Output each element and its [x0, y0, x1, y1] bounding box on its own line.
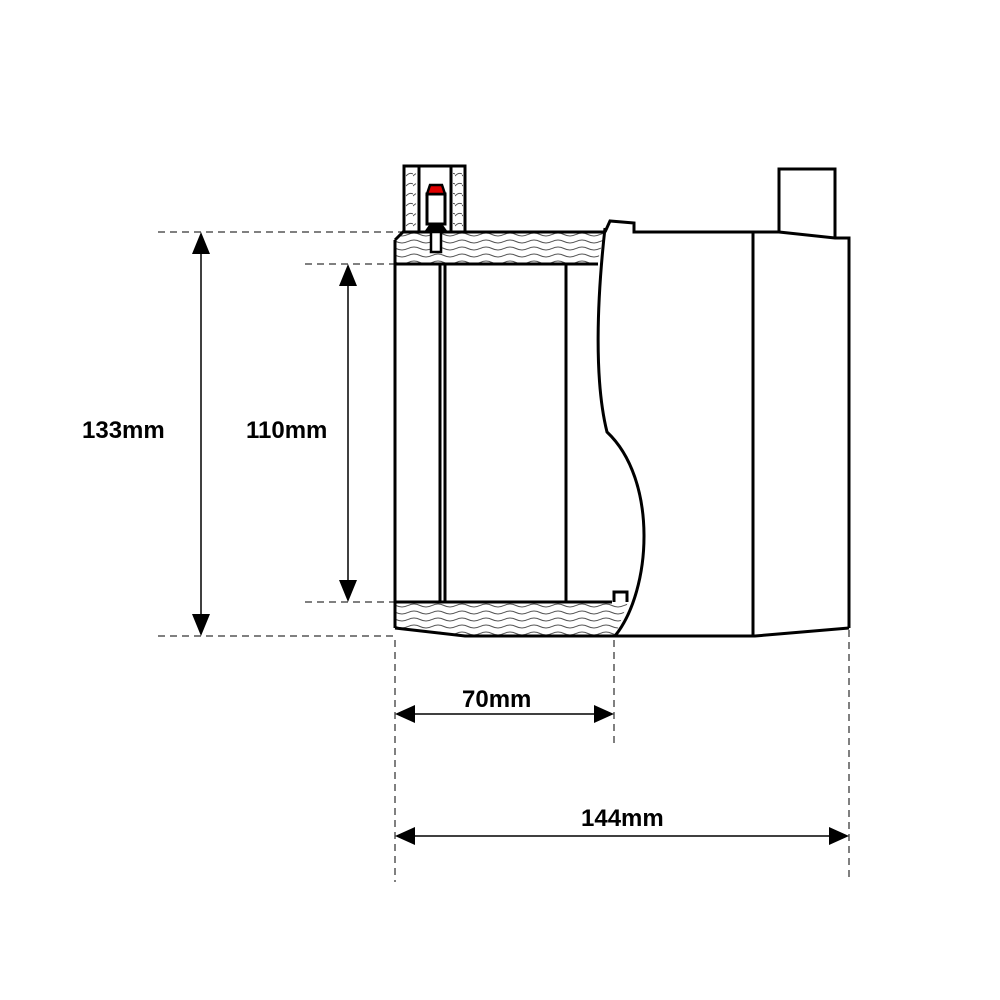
dimension-overall-width: 144mm [395, 805, 849, 845]
label-144mm: 144mm [581, 805, 664, 832]
label-133mm: 133mm [82, 417, 165, 444]
insulation-hatch [395, 232, 628, 636]
device-housing [393, 167, 851, 638]
dimension-section-width: 70mm [395, 686, 614, 723]
label-110mm: 110mm [246, 417, 327, 444]
dimension-inner-height: 110mm [246, 264, 357, 602]
dimension-overall-height: 133mm [82, 232, 210, 636]
label-70mm: 70mm [462, 686, 531, 713]
indicator-post [402, 164, 467, 254]
extension-lines [158, 231, 850, 882]
indicator-cap [425, 183, 447, 196]
